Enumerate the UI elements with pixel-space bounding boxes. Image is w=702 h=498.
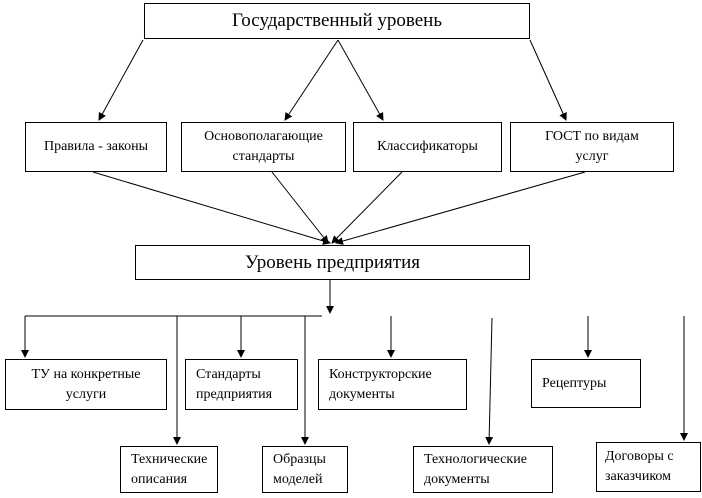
arrow-classifiers-to-enterprise — [331, 171, 403, 244]
arrow-state-to-basic-standards — [284, 39, 339, 121]
basic-standards-box: Основополагающие стандарты — [181, 122, 346, 172]
recipes-box: Рецептуры — [531, 359, 641, 408]
contracts-box: Договоры с заказчиком — [596, 442, 701, 492]
tu-label: ТУ на конкретные услуги — [31, 366, 141, 402]
enterprise-standards-label: Стандарты предприятия — [196, 366, 273, 402]
gost-box: ГОСТ по видам услуг — [510, 122, 674, 172]
process-docs-label: Технологические документы — [424, 451, 527, 487]
classifiers-box: Классификаторы — [353, 122, 502, 172]
arrow-gost-to-enterprise — [335, 171, 586, 245]
contracts-label: Договоры с заказчиком — [605, 449, 674, 484]
arrow-state-to-rules — [98, 39, 144, 121]
arrow-rules-to-enterprise — [92, 171, 331, 245]
arrow-basic-standards-to-enterprise — [271, 171, 329, 244]
basic-standards-label: Основополагающие стандарты — [204, 129, 323, 164]
model-samples-label: Образцы моделей — [273, 451, 326, 487]
tech-descriptions-label: Технические описания — [131, 451, 208, 487]
enterprise-level-box: Уровень предприятия — [135, 245, 530, 280]
design-docs-box: Конструкторские документы — [318, 359, 467, 410]
arrow-to-process-docs — [485, 317, 494, 445]
rules-laws-box: Правила - законы — [25, 122, 167, 172]
classifiers-label: Классификаторы — [377, 139, 478, 154]
gost-label: ГОСТ по видам услуг — [545, 129, 639, 164]
state-level-box: Государственный уровень — [144, 3, 530, 39]
design-docs-label: Конструкторские документы — [329, 366, 432, 402]
tech-descriptions-box: Технические описания — [120, 446, 218, 493]
state-level-label: Государственный уровень — [231, 10, 443, 31]
process-docs-box: Технологические документы — [413, 446, 553, 493]
recipes-label: Рецептуры — [542, 375, 607, 391]
arrow-state-to-gost — [529, 39, 567, 121]
arrow-state-to-classifiers — [337, 39, 384, 121]
enterprise-level-label: Уровень предприятия — [245, 251, 420, 273]
rules-laws-label: Правила - законы — [43, 139, 149, 154]
tu-box: ТУ на конкретные услуги — [5, 359, 167, 410]
enterprise-standards-box: Стандарты предприятия — [185, 359, 298, 410]
model-samples-box: Образцы моделей — [262, 446, 348, 493]
